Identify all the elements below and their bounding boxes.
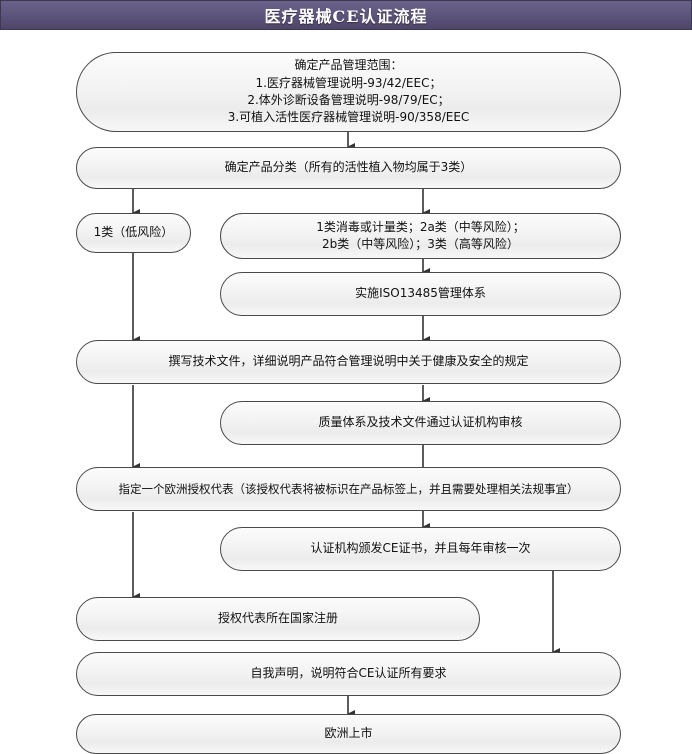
node-issue-ce-certificate[interactable]: 认证机构颁发CE证书，并且每年审核一次 — [220, 527, 621, 571]
node-register-in-representative-country[interactable]: 授权代表所在国家注册 — [76, 597, 480, 641]
node-quality-system-audit[interactable]: 质量体系及技术文件通过认证机构审核 — [220, 401, 621, 445]
page-title-bar: 医疗器械CE认证流程 — [0, 0, 692, 30]
flowchart-canvas: 确定产品管理范围： 1.医疗器械管理说明-93/42/EEC； 2.体外诊断设备… — [0, 30, 692, 754]
node-label: 1类（低风险） — [93, 225, 174, 240]
node-label: 自我声明，说明符合CE认证所有要求 — [250, 666, 447, 681]
node-label: 认证机构颁发CE证书，并且每年审核一次 — [310, 541, 531, 556]
node-label: 确定产品管理范围： 1.医疗器械管理说明-93/42/EEC； 2.体外诊断设备… — [227, 58, 470, 125]
node-determine-product-scope[interactable]: 确定产品管理范围： 1.医疗器械管理说明-93/42/EEC； 2.体外诊断设备… — [76, 52, 621, 132]
node-label: 实施ISO13485管理体系 — [355, 286, 486, 301]
node-determine-classification[interactable]: 确定产品分类（所有的活性植入物均属于3类） — [76, 147, 621, 189]
node-implement-iso13485[interactable]: 实施ISO13485管理体系 — [220, 272, 621, 316]
node-label: 确定产品分类（所有的活性植入物均属于3类） — [224, 160, 473, 175]
node-label: 指定一个欧洲授权代表（该授权代表将被标识在产品标签上，并且需要处理相关法规事宜） — [118, 481, 579, 496]
page-title: 医疗器械CE认证流程 — [264, 7, 428, 26]
node-label: 欧洲上市 — [324, 726, 373, 741]
node-class-1-low-risk[interactable]: 1类（低风险） — [76, 213, 191, 253]
node-appoint-eu-authorized-representative[interactable]: 指定一个欧洲授权代表（该授权代表将被标识在产品标签上，并且需要处理相关法规事宜） — [76, 467, 621, 511]
node-self-declaration[interactable]: 自我声明，说明符合CE认证所有要求 — [76, 652, 621, 696]
node-label: 撰写技术文件，详细说明产品符合管理说明中关于健康及安全的规定 — [168, 354, 529, 369]
flowchart-connectors — [132, 131, 560, 718]
node-label: 质量体系及技术文件通过认证机构审核 — [318, 415, 523, 430]
node-enter-eu-market[interactable]: 欧洲上市 — [76, 714, 621, 754]
node-write-technical-file[interactable]: 撰写技术文件，详细说明产品符合管理说明中关于健康及安全的规定 — [76, 340, 621, 384]
node-class-other-risks[interactable]: 1类消毒或计量类；2a类（中等风险）； 2b类（中等风险）；3类（高等风险） — [220, 213, 621, 259]
node-label: 1类消毒或计量类；2a类（中等风险）； 2b类（中等风险）；3类（高等风险） — [316, 219, 525, 251]
node-label: 授权代表所在国家注册 — [217, 611, 338, 626]
